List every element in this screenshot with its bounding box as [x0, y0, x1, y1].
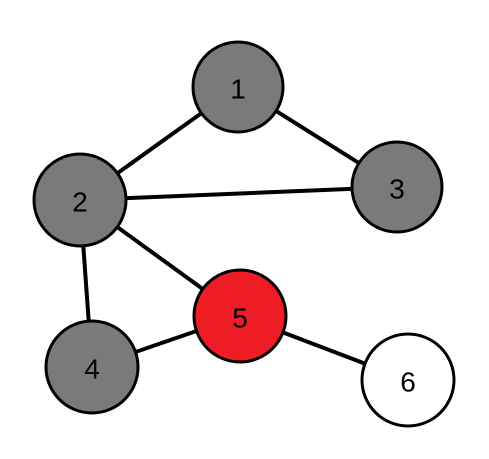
node-3-label: 3: [389, 174, 405, 205]
node-2: 2: [32, 152, 128, 248]
node-3: 3: [350, 140, 444, 234]
node-4-label: 4: [84, 354, 100, 385]
node-5: 5: [192, 268, 288, 364]
node-6-label: 6: [400, 367, 416, 398]
node-1-circle: [191, 40, 285, 134]
node-5-label: 5: [232, 303, 248, 334]
edge-2-3: [78, 185, 399, 202]
node-6: 6: [360, 332, 456, 428]
node-4-circle: [44, 319, 140, 415]
nodes-layer: 1 2 3 4 5 6: [32, 40, 456, 428]
node-6-circle: [360, 332, 456, 428]
node-3-circle: [350, 140, 444, 234]
node-5-circle: [192, 268, 288, 364]
node-1: 1: [191, 40, 285, 134]
node-2-label: 2: [72, 187, 88, 218]
node-4: 4: [44, 319, 140, 415]
node-2-circle: [32, 152, 128, 248]
node-1-label: 1: [230, 74, 246, 105]
